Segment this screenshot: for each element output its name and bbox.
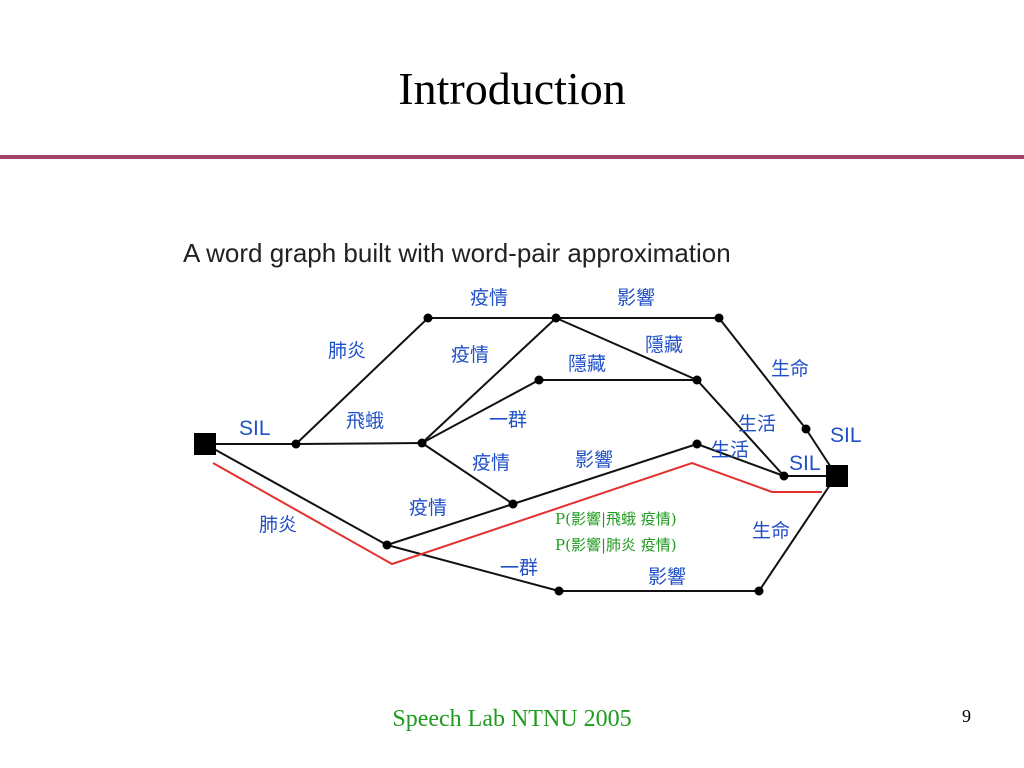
node-j — [382, 540, 392, 550]
node-h — [692, 375, 702, 385]
title-divider — [0, 155, 1024, 159]
node-d — [551, 313, 561, 323]
label-yiqing-bottom: 疫情 — [409, 497, 447, 519]
edge-i-l — [512, 443, 698, 505]
label-sil-end-upper: SIL — [830, 424, 862, 447]
edge-c-i — [421, 442, 514, 505]
label-yingxiang-top: 影響 — [617, 287, 655, 309]
start-node — [194, 433, 216, 455]
label-prob-feie: P(影響|飛蛾 疫情) — [555, 510, 677, 528]
label-sil-end-lower: SIL — [789, 452, 821, 475]
node-c — [417, 438, 427, 448]
label-yiqing-top: 疫情 — [470, 287, 508, 309]
node-n — [754, 586, 764, 596]
highlighted-path — [212, 461, 822, 566]
edge-start-j — [204, 443, 388, 546]
slide-title: Introduction — [398, 63, 626, 114]
label-yiqing-mid: 疫情 — [451, 344, 489, 366]
edge-n-end — [758, 475, 837, 592]
page-number: 9 — [962, 706, 971, 726]
footer-text: Speech Lab NTNU 2005 — [392, 706, 632, 732]
graph-edges — [204, 317, 837, 592]
label-feie: 飛蛾 — [346, 410, 384, 432]
edge-labels: SIL SIL SIL 肺炎 飛蛾 疫情 影響 疫情 隱藏 隱藏 一群 疫情 影… — [239, 287, 862, 588]
label-yincang-upper: 隱藏 — [645, 334, 683, 356]
label-yiqun-bottom: 一群 — [500, 557, 538, 579]
label-yiqun-mid: 一群 — [489, 409, 527, 431]
node-m — [554, 586, 564, 596]
label-yiqing-lower: 疫情 — [472, 452, 510, 474]
edge-j-m — [386, 544, 560, 592]
label-yingxiang-mid: 影響 — [575, 449, 613, 471]
node-e — [714, 313, 724, 323]
label-shenghuo-upper: 生活 — [738, 413, 776, 435]
node-l — [692, 439, 702, 449]
node-f — [801, 424, 811, 434]
label-sil-start: SIL — [239, 417, 271, 440]
label-shengming-lower: 生命 — [752, 520, 790, 542]
label-prob-feiyan: P(影響|肺炎 疫情) — [555, 536, 677, 554]
edge-a-c — [295, 442, 423, 445]
edge-l-k — [696, 443, 785, 477]
label-yincang-mid: 隱藏 — [568, 353, 606, 375]
node-b — [423, 313, 433, 323]
label-yingxiang-bottom: 影響 — [648, 566, 686, 588]
edge-a-b — [295, 317, 429, 445]
label-feiyan-top: 肺炎 — [328, 340, 366, 362]
edge-j-i — [386, 503, 514, 546]
graph-nodes — [194, 313, 848, 596]
edge-c-g — [421, 379, 540, 444]
label-shenghuo-lower: 生活 — [711, 439, 749, 461]
node-k — [779, 471, 789, 481]
edge-e-f — [718, 317, 807, 430]
end-node — [826, 465, 848, 487]
edge-d-h — [555, 317, 698, 381]
node-i — [508, 499, 518, 509]
edge-h-k — [696, 379, 785, 477]
node-a — [291, 439, 301, 449]
graph-caption: A word graph built with word-pair approx… — [183, 238, 731, 268]
edge-c-d — [421, 317, 557, 444]
node-g — [534, 375, 544, 385]
label-feiyan-bottom: 肺炎 — [259, 514, 297, 536]
label-shengming-upper: 生命 — [771, 358, 809, 380]
